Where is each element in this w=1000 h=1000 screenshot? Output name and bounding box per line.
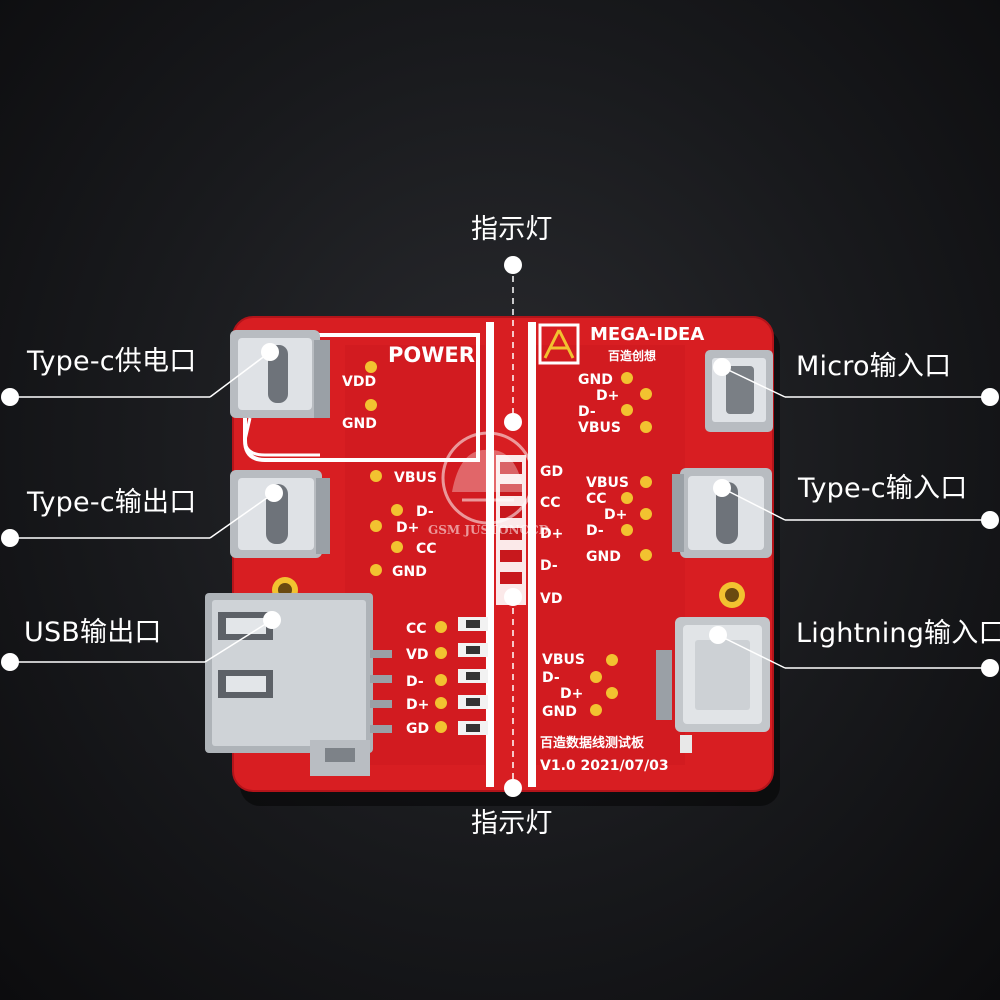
typec-output-port <box>230 470 330 558</box>
watermark-text: GSM JUSTONCCD <box>428 523 550 537</box>
typec-out-pin-dplus: D+ <box>396 520 419 536</box>
typec-out-pin-cc: CC <box>416 541 437 557</box>
typec-out-pin-dminus: D- <box>416 504 434 520</box>
power-pin-gnd: GND <box>342 416 377 432</box>
usb-out-pin-cc: CC <box>406 621 427 637</box>
indicator-channel <box>486 322 536 787</box>
center-pin-cc: CC <box>540 495 561 511</box>
power-pin-vdd: VDD <box>342 374 376 390</box>
micro-pin-dplus: D+ <box>596 388 619 404</box>
smd-resistors <box>458 617 488 735</box>
typec-in-pin-vbus: VBUS <box>586 475 629 491</box>
lightning-pin-dminus: D- <box>542 670 560 686</box>
micro-pin-vbus: VBUS <box>578 420 621 436</box>
callout-top-indicator: 指示灯 <box>471 214 553 245</box>
usb-out-pin-vd: VD <box>406 647 428 663</box>
version-date: V1.0 2021/07/03 <box>540 758 669 774</box>
mounting-hole-right-center <box>725 588 739 602</box>
callout-lightning-input: Lightning输入口 <box>796 618 1000 649</box>
lightning-pin-dplus: D+ <box>560 686 583 702</box>
typec-in-pin-cc: CC <box>586 491 607 507</box>
callout-typec-output: Type-c输出口 <box>27 487 197 518</box>
typec-in-pin-gnd: GND <box>586 549 621 565</box>
usb-out-pin-gd: GD <box>406 721 429 737</box>
center-pin-gd: GD <box>540 464 563 480</box>
center-pin-dminus: D- <box>540 558 558 574</box>
callout-dots <box>1 256 999 797</box>
usb-out-pin-dminus: D- <box>406 674 424 690</box>
typec-in-pin-dminus: D- <box>586 523 604 539</box>
product-name-cn: 百造数据线测试板 <box>540 735 645 751</box>
test-pads <box>365 361 652 733</box>
typec-out-pin-vbus: VBUS <box>394 470 437 486</box>
callout-usb-output: USB输出口 <box>24 617 162 648</box>
callout-typec-power: Type-c供电口 <box>27 346 197 377</box>
micro-pin-dminus: D- <box>578 404 596 420</box>
callout-micro-input: Micro输入口 <box>796 351 952 382</box>
callout-bottom-indicator: 指示灯 <box>471 808 553 839</box>
center-pin-vd: VD <box>540 591 562 607</box>
typec-in-pin-dplus: D+ <box>604 507 627 523</box>
callout-lines <box>10 265 990 788</box>
brand-logo <box>538 323 580 365</box>
micro-pin-gnd: GND <box>578 372 613 388</box>
lightning-port <box>656 617 770 753</box>
brand-name-cn: 百造创想 <box>608 348 656 363</box>
lightning-pin-vbus: VBUS <box>542 652 585 668</box>
typec-power-port <box>230 330 330 457</box>
typec-out-pin-gnd: GND <box>392 564 427 580</box>
center-pin-dplus: D+ <box>540 526 563 542</box>
typec-input-port <box>672 468 772 558</box>
watermark-emblem <box>441 431 535 525</box>
usb-out-pin-dplus: D+ <box>406 697 429 713</box>
usb-a-port <box>205 593 392 776</box>
power-label: POWER <box>388 343 475 367</box>
brand-name: MEGA-IDEA <box>590 324 704 345</box>
lightning-pin-gnd: GND <box>542 704 577 720</box>
callout-typec-input: Type-c输入口 <box>798 473 968 504</box>
